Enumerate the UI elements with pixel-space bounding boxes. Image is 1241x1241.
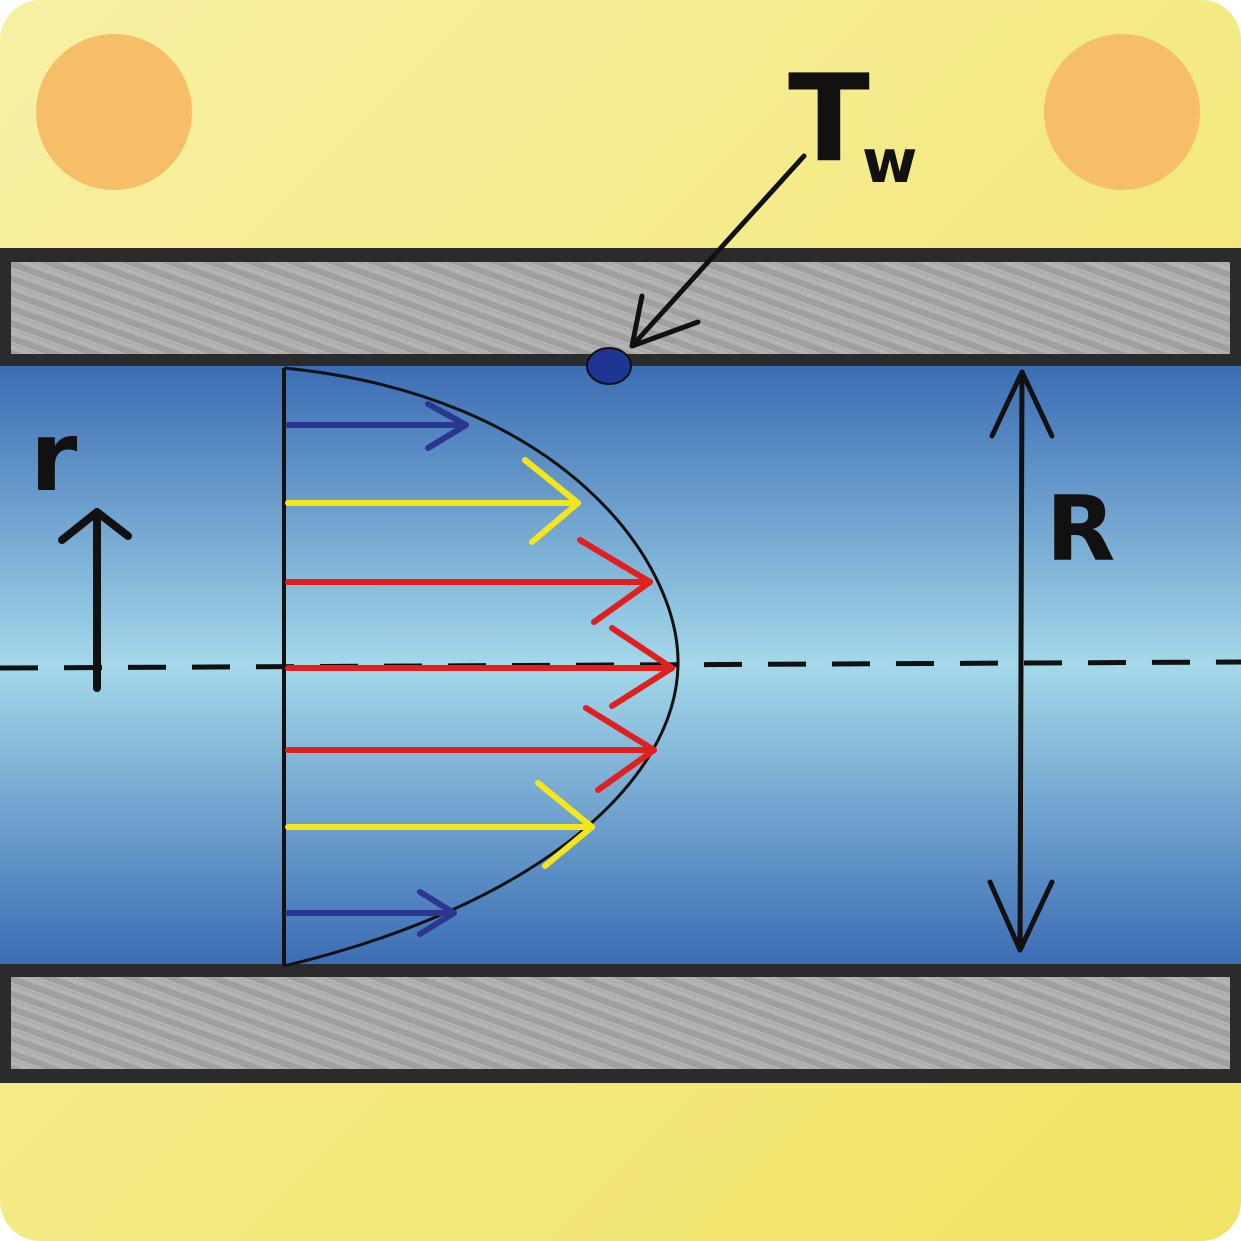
wall-temperature-sensor-icon (586, 347, 632, 385)
arrow-outer-top (285, 401, 469, 451)
wall-temperature-label: T (788, 50, 870, 189)
centerline (0, 659, 1241, 671)
heater-left-icon (36, 34, 192, 190)
wall-temperature-subscript: w (862, 127, 917, 197)
velocity-profile (282, 366, 680, 968)
arrow-center (285, 625, 675, 709)
arrow-inner-upper (285, 537, 653, 625)
radius-dimension-arrow (987, 369, 1055, 953)
pipe-wall-top (0, 248, 1241, 368)
radial-coordinate-arrow (58, 508, 132, 692)
wall-temperature-pointer (629, 153, 807, 349)
arrow-outer-bottom (285, 889, 457, 937)
arrow-middle-bottom (285, 780, 595, 869)
profile-curve (283, 366, 680, 968)
radial-coordinate-label: r (30, 401, 78, 513)
arrow-inner-lower (285, 705, 657, 793)
pipe-wall-bottom (0, 963, 1241, 1083)
arrow-middle-top (285, 457, 581, 545)
heater-right-icon (1044, 34, 1200, 190)
radius-label: R (1046, 477, 1115, 582)
